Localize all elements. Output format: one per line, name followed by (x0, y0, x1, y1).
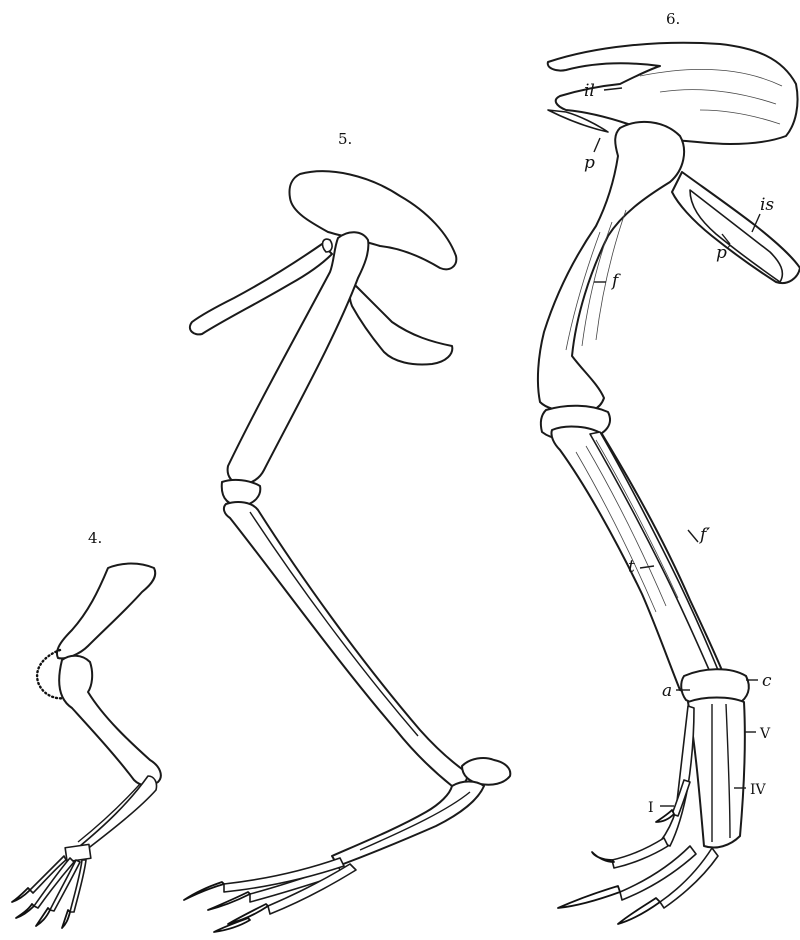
fig5-ischium (350, 286, 452, 365)
fig6-label-il: il (584, 81, 595, 101)
fig6-femur (538, 122, 684, 413)
fig4-claw-3 (62, 910, 70, 928)
fig5-femur-head (323, 239, 333, 252)
fig6-tibiotarsus (551, 427, 726, 692)
fig5-tibiotarsus (224, 502, 467, 786)
fig6-claw-IV (618, 898, 660, 924)
fig6-leader-p (594, 138, 600, 152)
fig6-label-a: a (662, 681, 672, 701)
fig6-label-p-prime: p′ (716, 243, 731, 263)
fig6-claw-III (558, 886, 620, 908)
figure-4-number: 4. (88, 529, 102, 547)
fig4-claw-4 (12, 888, 30, 902)
figure-6-number: 6. (666, 10, 680, 28)
fig4-claw-1 (16, 904, 34, 918)
fig4-claw-2 (36, 908, 50, 926)
figure-5-hindlimb: 5. (184, 130, 510, 932)
fig4-pelvis (57, 564, 155, 659)
fig5-claw-c (184, 882, 224, 900)
figure-6-hindlimb: 6. (538, 10, 800, 924)
fig4-tibiotarsus (80, 776, 157, 850)
fig6-label-p: p (584, 153, 595, 173)
fig6-claw-hallux (656, 810, 674, 822)
figure-5-number: 5. (338, 130, 352, 148)
fig6-tarsometatarsus (688, 698, 745, 848)
fig6-label-IV: IV (750, 782, 767, 798)
fig6-metatarsal-1 (660, 706, 694, 846)
fig6-label-f-prime: f′ (698, 525, 710, 545)
fig6-leader-f-prime (688, 530, 698, 542)
fig6-label-I: I (648, 800, 654, 816)
fig6-fibula (590, 432, 718, 672)
fig6-claw-II (592, 852, 614, 862)
fig6-label-is: is (760, 195, 774, 215)
fig6-label-t: t (628, 557, 635, 577)
fig5-tarsometatarsus (332, 782, 484, 867)
fig6-label-f: f (610, 271, 621, 291)
fig5-claw-a (208, 892, 250, 910)
figure-4-hindlimb: 4. (12, 529, 161, 928)
fig5-claw-d (214, 918, 250, 932)
fig6-toe-II (612, 838, 668, 868)
fig6-label-V: V (759, 726, 771, 742)
fig4-femur (59, 656, 161, 786)
fig6-label-c: c (762, 671, 772, 691)
